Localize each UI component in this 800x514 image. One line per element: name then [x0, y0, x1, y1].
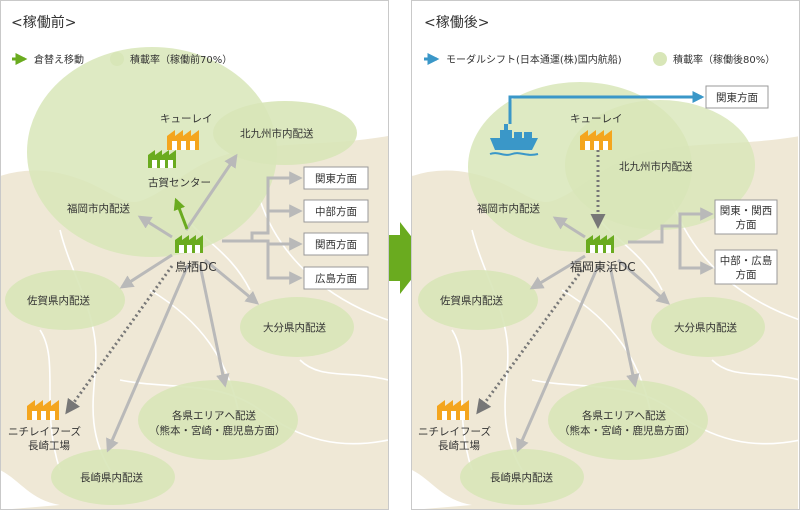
kitakyushu-label: 北九州市内配送 [619, 160, 693, 173]
svg-text:関東方面: 関東方面 [315, 172, 357, 185]
dest-box: 関西方面 [304, 233, 368, 255]
kyurei-label: キューレイ [160, 113, 213, 125]
svg-text:倉替え移動: 倉替え移動 [34, 53, 84, 66]
dest-box: 広島方面 [304, 267, 368, 289]
svg-text:中部方面: 中部方面 [315, 205, 357, 218]
svg-text:積載率（稼働前70%）: 積載率（稼働前70%） [130, 53, 232, 66]
dest-box: 関東方面 [304, 167, 368, 189]
kaku-label-2: （熊本・宮崎・鹿児島方面） [559, 424, 696, 437]
nichirei-label-1: ニチレイフーズ [418, 425, 491, 438]
svg-text:方面: 方面 [736, 268, 757, 281]
hub-label: 福岡東浜DC [570, 259, 636, 274]
svg-text:関東・関西: 関東・関西 [720, 204, 773, 217]
saga-label: 佐賀県内配送 [440, 294, 503, 307]
svg-text:関西方面: 関西方面 [315, 238, 357, 251]
kaku-label-1: 各県エリアへ配送 [582, 409, 666, 422]
nichirei-label-1: ニチレイフーズ [8, 425, 81, 438]
legend-modal: モーダルシフト(日本通運(株)国内航船) [424, 53, 622, 66]
dest-box: 関東方面 [706, 86, 768, 108]
svg-text:積載率（稼働後80%）: 積載率（稼働後80%） [673, 53, 775, 66]
before-title: <稼働前> [11, 14, 76, 31]
svg-text:中部・広島: 中部・広島 [720, 254, 773, 267]
svg-text:広島方面: 広島方面 [315, 272, 357, 285]
hub-label: 鳥栖DC [175, 259, 217, 274]
kyurei-label: キューレイ [570, 113, 623, 125]
panel-before: <稼働前> 倉替え移動 積載率（稼働前70%） [0, 1, 389, 511]
kitakyushu-label: 北九州市内配送 [240, 127, 314, 140]
svg-text:関東方面: 関東方面 [716, 91, 758, 104]
after-title: <稼働後> [424, 15, 489, 31]
nagasaki-label: 長崎県内配送 [490, 471, 553, 484]
svg-text:モーダルシフト(日本通運(株)国内航船): モーダルシフト(日本通運(株)国内航船) [446, 53, 622, 66]
kaku-label-2: （熊本・宮崎・鹿児島方面） [149, 424, 286, 437]
dest-box: 中部方面 [304, 200, 368, 222]
nagasaki-label: 長崎県内配送 [80, 471, 143, 484]
nichirei-label-2: 長崎工場 [438, 439, 480, 452]
bubble-icon [110, 52, 124, 66]
fukuoka-label: 福岡市内配送 [477, 202, 540, 215]
dest-box: 関東・関西 方面 [715, 200, 777, 234]
nichirei-label-2: 長崎工場 [28, 439, 70, 452]
oita-label: 大分県内配送 [674, 321, 737, 334]
bubble-icon [653, 52, 667, 66]
saga-label: 佐賀県内配送 [27, 294, 90, 307]
kaku-label-1: 各県エリアへ配送 [172, 409, 256, 422]
panel-after: <稼働後> モーダルシフト(日本通運(株)国内航船) 積載率（稼働後80%） [412, 1, 800, 511]
svg-text:方面: 方面 [736, 218, 757, 231]
dest-box: 中部・広島 方面 [715, 250, 777, 284]
oita-label: 大分県内配送 [263, 321, 326, 334]
koga-label: 古賀センター [148, 176, 211, 189]
fukuoka-label: 福岡市内配送 [67, 202, 130, 215]
